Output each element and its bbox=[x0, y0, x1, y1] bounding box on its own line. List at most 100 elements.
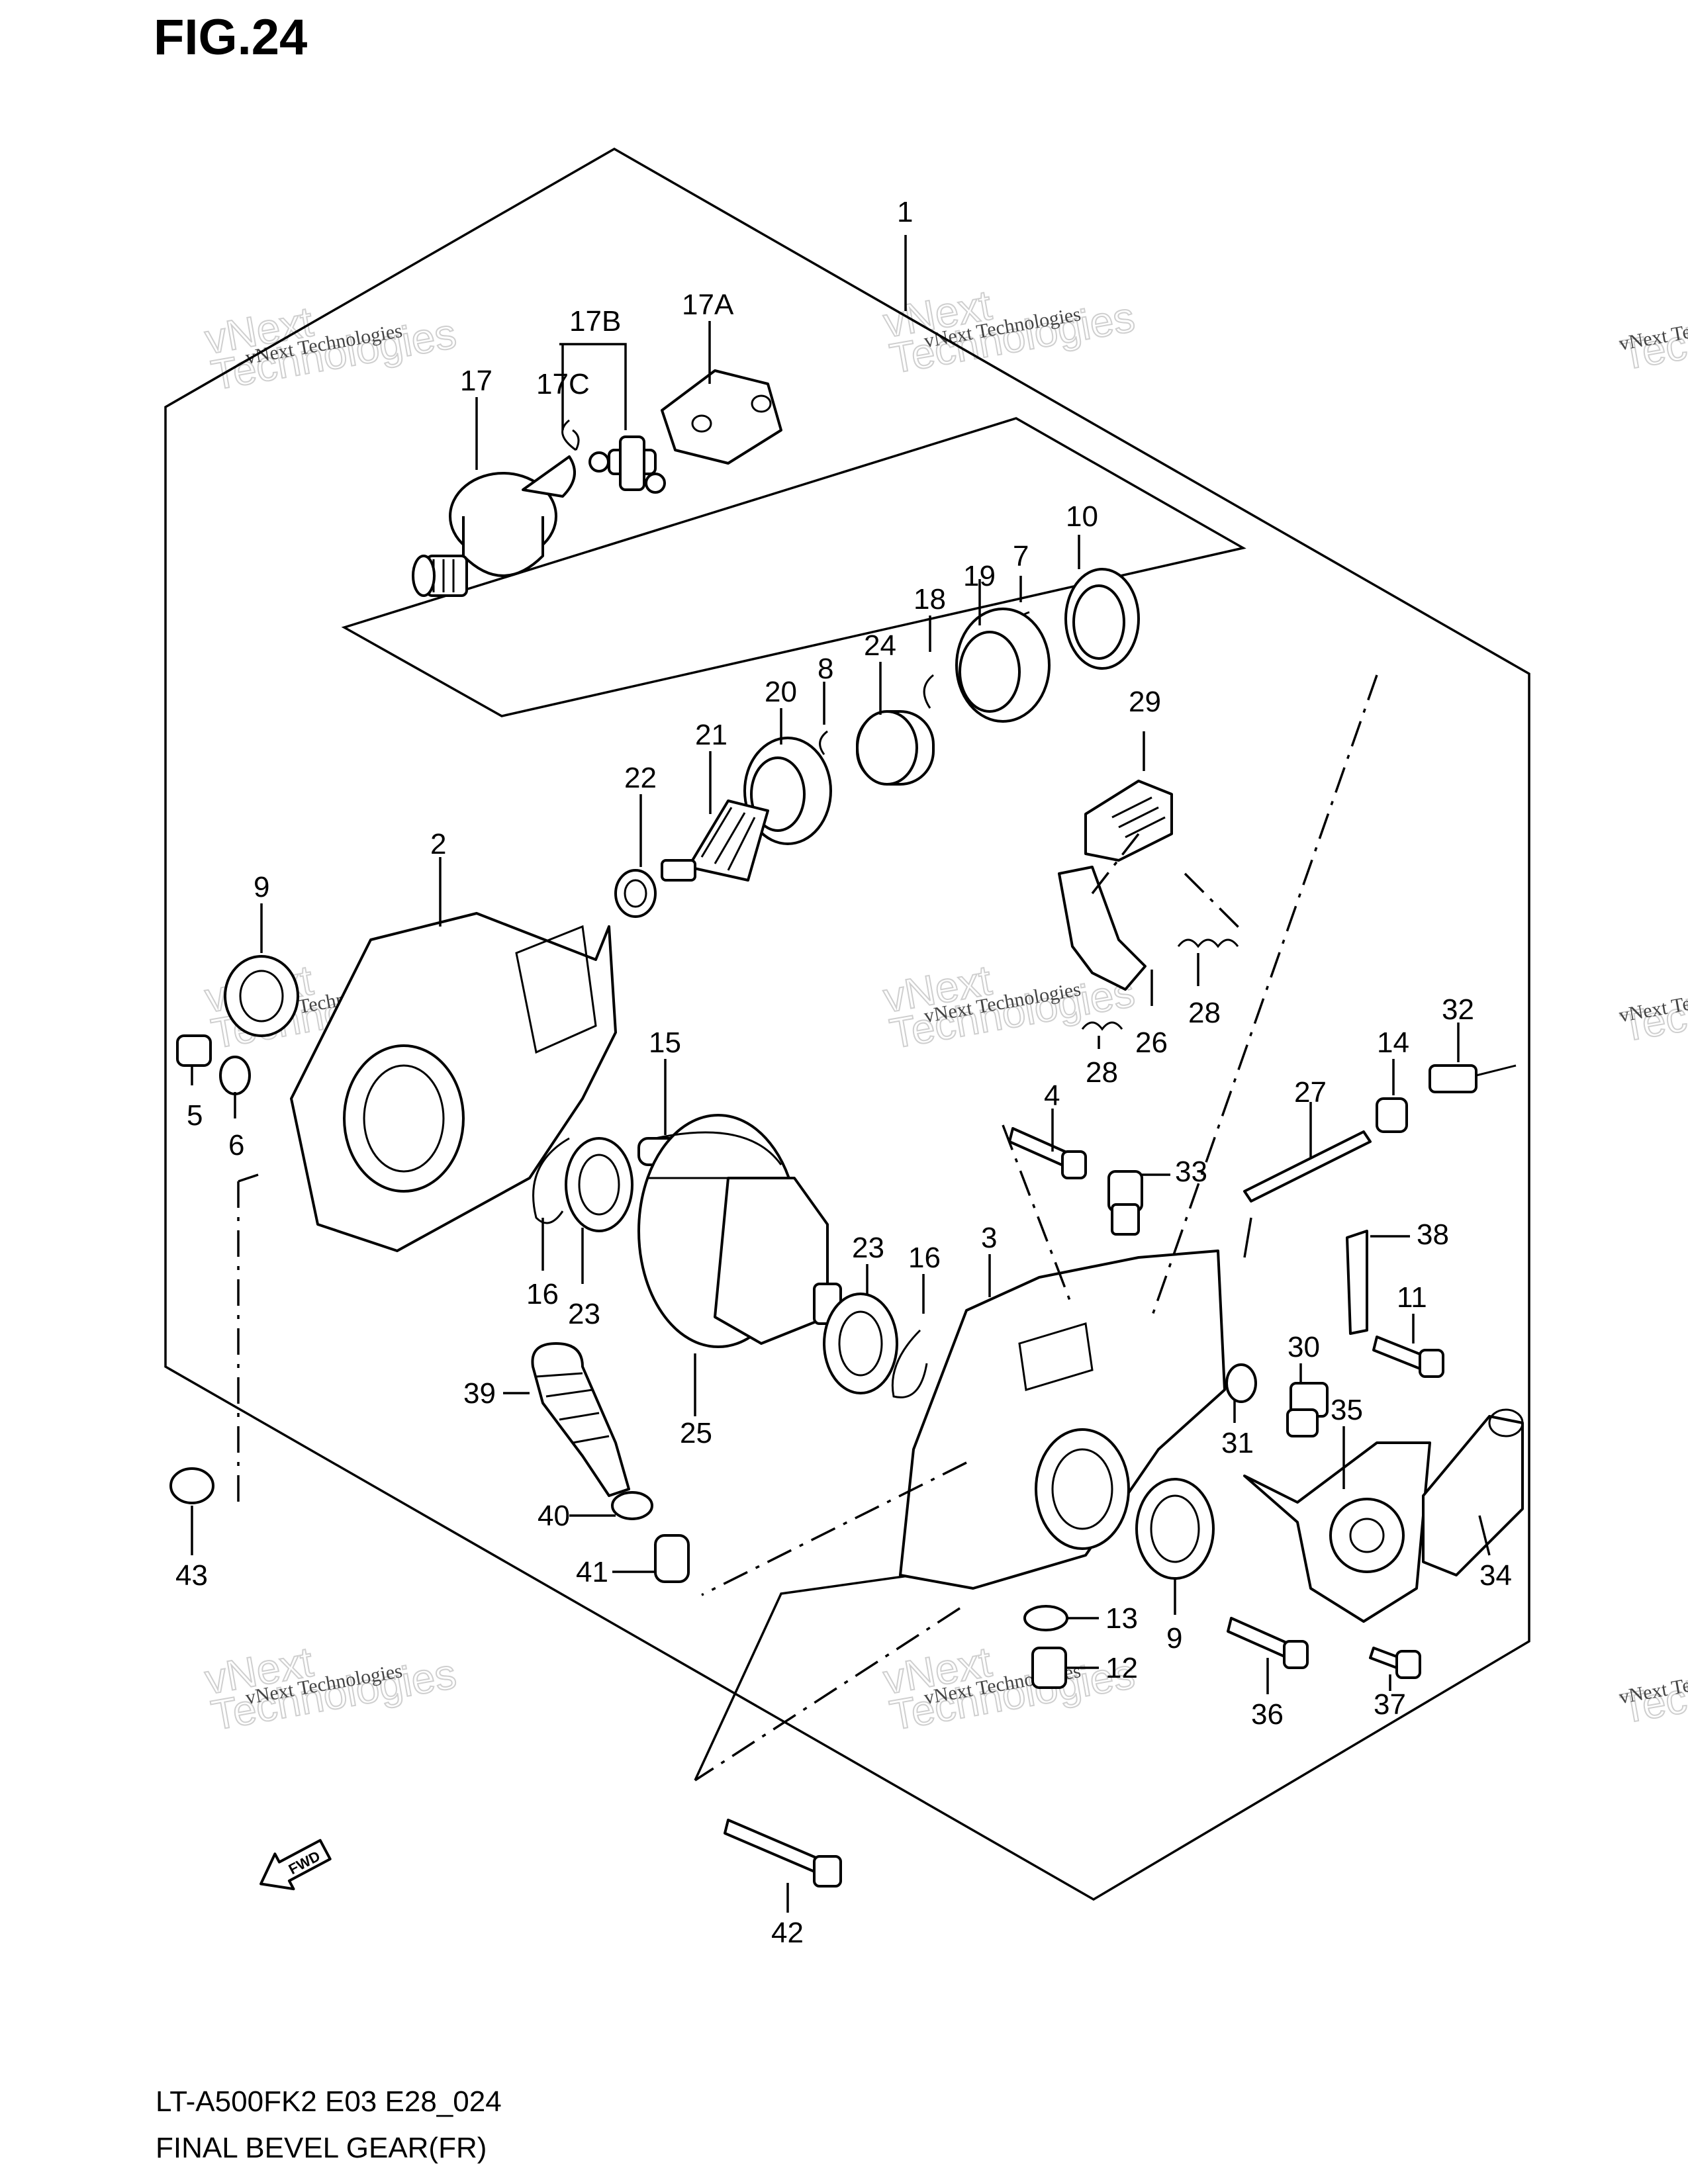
callout-label: 27 bbox=[1294, 1076, 1327, 1109]
assembly-guide-lines bbox=[237, 674, 1378, 1782]
part-bolt-42 bbox=[724, 1819, 842, 1888]
part-circlip-18 bbox=[923, 674, 934, 709]
subassembly-outline bbox=[341, 417, 1246, 717]
part-o-ring-31 bbox=[1225, 1363, 1257, 1403]
callout-label: 7 bbox=[1013, 540, 1029, 572]
callout-label: 30 bbox=[1288, 1331, 1320, 1363]
part-spider-cross bbox=[588, 435, 666, 494]
part-motor-34 bbox=[1422, 1408, 1524, 1576]
callout-label: 28 bbox=[1188, 997, 1221, 1029]
part-circlip-8 bbox=[819, 730, 828, 755]
fwd-arrow-icon: FWD bbox=[259, 1839, 332, 1891]
callout-label: 17A bbox=[682, 289, 734, 321]
part-shim-16a bbox=[532, 1137, 570, 1224]
part-bearing-23b bbox=[823, 1293, 898, 1394]
callout-label: 21 bbox=[695, 719, 727, 751]
callout-label: 38 bbox=[1417, 1218, 1449, 1251]
part-shim-16b bbox=[891, 1329, 928, 1398]
part-drive-pinion-21 bbox=[661, 799, 769, 882]
part-needle-bearing-22 bbox=[614, 869, 657, 918]
part-bearing-24 bbox=[856, 710, 935, 786]
callout-label: 42 bbox=[771, 1917, 804, 1949]
part-output-flange bbox=[412, 455, 576, 597]
part-nut-43 bbox=[169, 1467, 214, 1504]
part-clamp-40 bbox=[611, 1491, 653, 1520]
model-code: LT-A500FK2 E03 E28_024 bbox=[156, 2085, 502, 2118]
part-housing-2 bbox=[290, 912, 617, 1252]
callout-label: 32 bbox=[1442, 993, 1474, 1026]
assembly-name: FINAL BEVEL GEAR(FR) bbox=[156, 2132, 487, 2164]
callout-label: 34 bbox=[1479, 1559, 1512, 1592]
callout-label: 35 bbox=[1331, 1394, 1363, 1426]
callout-labels: 1 2 3 4 5 6 7 8 9 9 10 11 12 13 14 15 16… bbox=[175, 196, 1512, 1949]
callout-label: 17B bbox=[569, 305, 621, 338]
callout-label: 15 bbox=[649, 1026, 681, 1059]
case-group-outline bbox=[694, 1522, 939, 1781]
part-oil-seal-10 bbox=[1064, 568, 1140, 670]
part-oil-seal-9a bbox=[224, 955, 299, 1037]
callout-label: 26 bbox=[1135, 1026, 1168, 1059]
callout-label: 5 bbox=[187, 1099, 203, 1132]
callout-label: 24 bbox=[864, 629, 896, 662]
part-plug-12 bbox=[1031, 1647, 1067, 1689]
callout-label: 31 bbox=[1221, 1427, 1254, 1459]
part-pin-27 bbox=[1243, 1130, 1372, 1203]
callout-label: 14 bbox=[1377, 1026, 1409, 1059]
callout-label: 37 bbox=[1374, 1688, 1406, 1721]
assembly-outline bbox=[164, 147, 1530, 1901]
callout-label: 2 bbox=[430, 828, 446, 860]
part-plug-14 bbox=[1376, 1097, 1408, 1133]
callout-label: 40 bbox=[538, 1500, 570, 1532]
part-case-3 bbox=[899, 1250, 1226, 1590]
part-boot-39 bbox=[531, 1342, 630, 1497]
part-bolt-11 bbox=[1372, 1336, 1444, 1378]
figure-title: FIG.24 bbox=[154, 9, 307, 66]
callout-label: 19 bbox=[963, 560, 996, 592]
callout-label: 17 bbox=[460, 365, 492, 397]
part-fork-26 bbox=[1058, 866, 1147, 991]
callout-label: 33 bbox=[1175, 1156, 1207, 1188]
part-spring-28a bbox=[1177, 938, 1239, 948]
part-sensor-32 bbox=[1429, 1064, 1517, 1093]
callout-label: 4 bbox=[1044, 1079, 1060, 1112]
callout-label: 17C bbox=[536, 368, 590, 400]
part-plug-5 bbox=[176, 1034, 212, 1067]
part-sleeve-41 bbox=[654, 1534, 690, 1583]
callout-label: 11 bbox=[1397, 1281, 1427, 1314]
part-bolt-37 bbox=[1369, 1647, 1421, 1679]
part-gasket-13 bbox=[1023, 1605, 1068, 1631]
callout-label: 41 bbox=[576, 1556, 608, 1588]
callout-label: 1 bbox=[897, 196, 913, 228]
part-circlip-17c bbox=[561, 419, 580, 451]
callout-label: 12 bbox=[1105, 1652, 1138, 1684]
callout-label: 22 bbox=[624, 762, 657, 794]
callout-label: 3 bbox=[981, 1222, 997, 1254]
part-bearing-19 bbox=[955, 608, 1051, 723]
part-gasket-6 bbox=[219, 1056, 251, 1095]
callout-label: 36 bbox=[1251, 1698, 1284, 1731]
callout-label: 18 bbox=[914, 583, 946, 615]
leader-lines bbox=[191, 235, 1491, 1913]
callout-label: 10 bbox=[1066, 500, 1098, 533]
part-yoke bbox=[661, 369, 782, 465]
callout-label: 43 bbox=[175, 1559, 208, 1592]
callout-label: 39 bbox=[463, 1377, 496, 1410]
callout-label: 28 bbox=[1086, 1056, 1118, 1089]
callout-label: 29 bbox=[1129, 686, 1161, 718]
callout-label: 13 bbox=[1105, 1602, 1138, 1635]
part-bracket-38 bbox=[1346, 1230, 1368, 1335]
callout-label: 6 bbox=[228, 1129, 244, 1161]
callout-label: 16 bbox=[526, 1278, 559, 1310]
part-bolt-36 bbox=[1227, 1617, 1309, 1669]
part-switch-33 bbox=[1107, 1170, 1143, 1236]
part-bolt-4 bbox=[1008, 1127, 1087, 1179]
callout-label: 9 bbox=[1166, 1622, 1182, 1655]
part-ring-gear bbox=[637, 1114, 842, 1348]
callout-label: 20 bbox=[765, 676, 797, 708]
callout-label: 23 bbox=[568, 1298, 600, 1330]
callout-label: 8 bbox=[818, 653, 833, 685]
callout-label: 23 bbox=[852, 1232, 884, 1264]
callout-label: 16 bbox=[908, 1242, 941, 1274]
part-switch-30 bbox=[1286, 1382, 1329, 1437]
